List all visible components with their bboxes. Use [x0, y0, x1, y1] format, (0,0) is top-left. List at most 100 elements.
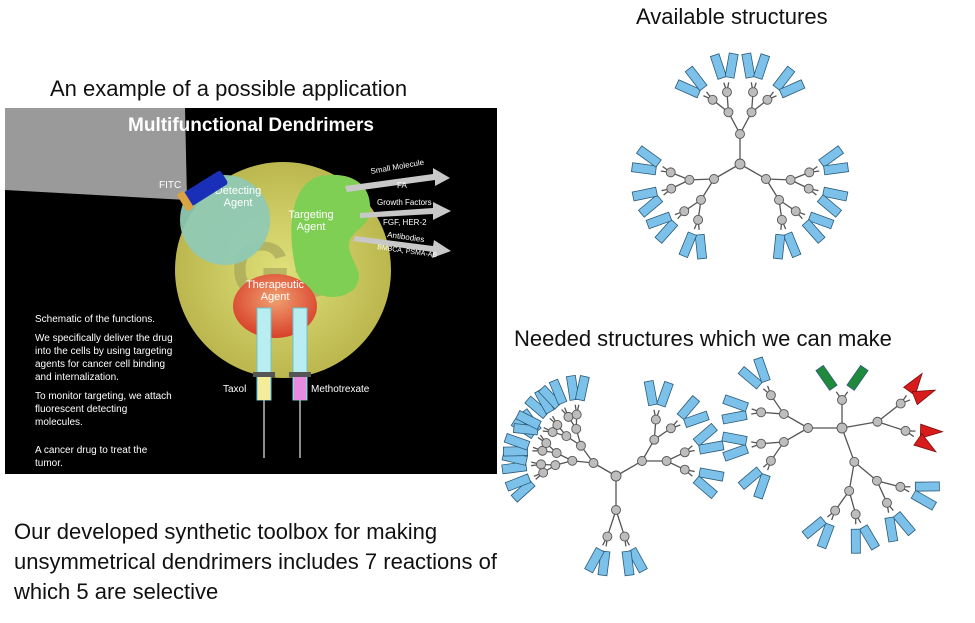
dendrimer-node [790, 206, 801, 217]
dendrimer-node [746, 107, 757, 118]
dendrimer-node [849, 456, 860, 467]
available-structures-title: Available structures [636, 4, 828, 29]
dendrimer-node [538, 467, 549, 478]
dendrimer-node [563, 411, 574, 422]
blue-end-group [709, 53, 728, 80]
dendrimer-node [776, 214, 787, 225]
blue-end-group [753, 472, 771, 500]
light-beam [5, 108, 187, 200]
note-line: tumor. [35, 458, 63, 469]
arrow-2-top: Growth Factors [377, 198, 432, 207]
blue-end-group [537, 384, 563, 410]
blue-end-group [772, 233, 786, 260]
blue-end-group [637, 194, 664, 218]
fitc-label: FITC [159, 180, 181, 191]
blue-end-group [816, 522, 835, 550]
dendrimer-node [762, 94, 773, 105]
blue-end-group [510, 478, 536, 503]
blue-end-group [502, 446, 528, 457]
dendrimer-node [734, 158, 746, 170]
blue-end-group [698, 440, 725, 455]
blue-end-group [807, 211, 835, 230]
dendrimer-node [850, 509, 861, 520]
dendrimer-node [679, 464, 690, 475]
note-line: We specifically deliver the drug [35, 333, 173, 344]
blue-end-group [692, 475, 718, 500]
note-line: To monitor targeting, we attach [35, 391, 172, 402]
blue-end-group [694, 233, 708, 260]
blue-end-group [635, 145, 662, 168]
flashlight-icon [177, 171, 228, 211]
dendrimer-node [661, 456, 672, 466]
dendrimer-node [709, 174, 719, 184]
blue-end-group [656, 380, 674, 408]
dendrimer-node [761, 174, 771, 184]
example-title: An example of a possible application [50, 76, 408, 101]
dendrimer-node [588, 458, 599, 468]
blue-end-group [674, 79, 702, 99]
dendrimer-node [552, 419, 563, 430]
dendrimer-node [665, 167, 676, 178]
dendrimer-node [602, 531, 613, 542]
blue-end-group [737, 365, 763, 390]
blue-end-group [548, 378, 568, 406]
dendrimer-node [696, 194, 706, 205]
blue-end-group [574, 375, 590, 402]
red-arrow-group [919, 423, 944, 439]
dendrimer-node [576, 440, 586, 451]
blue-end-group [678, 231, 698, 259]
targeting-label-1: Targeting [288, 209, 333, 221]
dendrimer-node [756, 407, 767, 418]
methotrexate-label: Methotrexate [311, 384, 370, 395]
dendrimer-node [748, 87, 758, 98]
blue-end-group [515, 410, 542, 430]
dendrimer-node [693, 214, 704, 225]
dendrimer-node [774, 194, 784, 205]
dendrimer-node [844, 485, 855, 496]
note-line: molecules. [35, 417, 83, 428]
dendrimer-node [882, 497, 892, 508]
targeting-label-2: Agent [297, 221, 326, 233]
note-line: A cancer drug to treat the [35, 445, 148, 456]
blue-end-group [884, 516, 899, 543]
targeting-agent-blob [291, 174, 371, 297]
blue-end-group [621, 550, 635, 577]
dendrimer-node [550, 460, 561, 471]
dendrimer-node [778, 436, 789, 447]
note-line: and internalization. [35, 372, 119, 383]
note-line: into the cells by using targeting [35, 346, 172, 357]
blue-end-group [737, 466, 763, 491]
therapeutic-label-1: Therapeutic [246, 279, 305, 291]
blue-end-group [645, 211, 673, 230]
blue-end-group [643, 379, 658, 407]
note-line: fluorescent detecting [35, 404, 127, 415]
arrow-2-bottom: FGF, HER-2 [383, 218, 427, 227]
blue-end-group [778, 79, 806, 99]
green-end-group [815, 364, 838, 391]
blue-end-group [683, 410, 710, 429]
blue-end-group [503, 433, 531, 451]
blue-end-group [631, 186, 658, 202]
detecting-label-2: Agent [224, 197, 253, 209]
blue-end-group [721, 431, 748, 446]
dendrimer-node [547, 427, 558, 438]
dendrimer-node [650, 414, 661, 425]
blue-end-group [501, 461, 528, 475]
panel-heading: Multifunctional Dendrimers [128, 115, 374, 136]
note-line: Schematic of the functions. [35, 314, 155, 325]
methotrexate-syringe [289, 307, 311, 458]
dendrimer-node [756, 438, 767, 449]
red-arrow-group [913, 432, 938, 453]
blue-end-group [584, 546, 605, 574]
dendrimer-node [666, 183, 677, 194]
blue-end-group [684, 65, 708, 92]
dendrimer-node [895, 398, 906, 409]
toolbox-description: Our developed synthetic toolbox for maki… [14, 519, 497, 604]
blue-end-group [782, 231, 802, 259]
dendrimer-node [765, 390, 776, 401]
green-end-group [846, 364, 869, 391]
red-arrow-group [911, 389, 937, 406]
blue-end-group [752, 53, 771, 80]
blue-end-group [724, 52, 739, 79]
